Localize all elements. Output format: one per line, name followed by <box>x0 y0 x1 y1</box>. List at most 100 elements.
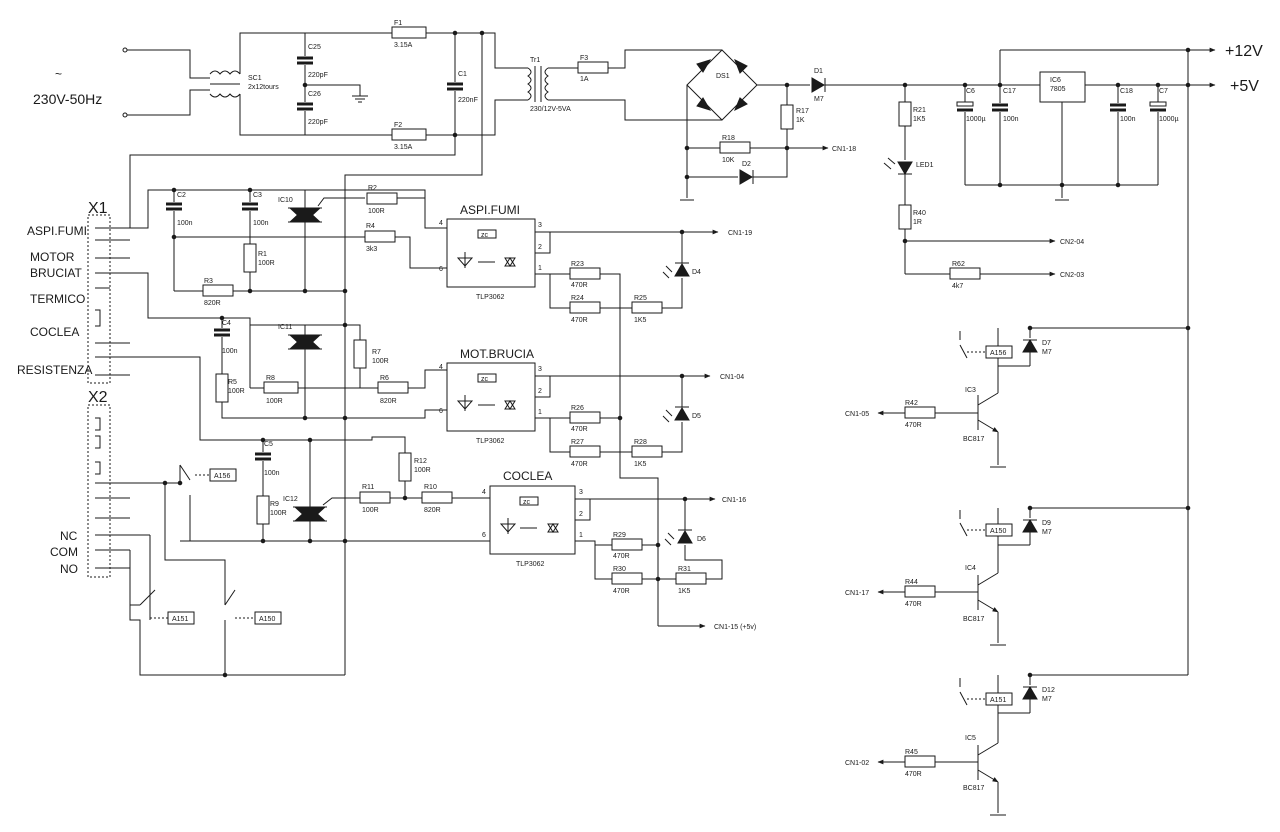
r6-ref: R6 <box>380 375 389 382</box>
ic12-ref: IC12 <box>283 496 298 503</box>
opto-motor-pin3: 3 <box>538 366 542 373</box>
net-cn1-18: CN1-18 <box>832 146 856 153</box>
r12-ref: R12 <box>414 458 427 465</box>
r11-ref: R11 <box>362 484 374 491</box>
r7-value: 100R <box>372 358 389 365</box>
c4-value: 100n <box>222 348 238 355</box>
r11-value: 100R <box>362 507 379 514</box>
c26-value: 220pF <box>308 119 328 126</box>
d1-ref: D1 <box>814 68 823 75</box>
relay-a156-coil-label: A156 <box>990 350 1006 357</box>
r3-value: 820R <box>204 300 221 307</box>
c17-ref: C17 <box>1003 88 1016 95</box>
r10-value: 820R <box>424 507 441 514</box>
r12-value: 100R <box>414 467 431 474</box>
svg-text:zc: zc <box>523 499 531 506</box>
c1-ref: C1 <box>458 71 467 78</box>
opto-coclea-title: COCLEA <box>503 469 552 483</box>
r40-ref: R40 <box>913 210 926 217</box>
relay-driver-ic3: D7 M7 A156 IC3 BC817 R42 470R CN1-05 <box>845 325 1191 468</box>
ic5-value: BC817 <box>963 785 985 792</box>
junction-dots <box>684 47 1191 244</box>
opto-motor-pin2: 2 <box>538 388 542 395</box>
net-cn2-03: CN2-03 <box>1060 272 1084 279</box>
net-cn1-04: CN1-04 <box>720 374 744 381</box>
opto-aspi-pin1: 1 <box>538 265 542 272</box>
c7-ref: C7 <box>1159 88 1168 95</box>
r29-ref: R29 <box>613 532 626 539</box>
c7-value: 1000µ <box>1159 116 1179 123</box>
r3-ref: R3 <box>204 278 213 285</box>
r44-ref: R44 <box>905 579 918 586</box>
regulator-section: C6 1000µ C17 100n IC6 7805 C18 100n C7 1… <box>956 71 1179 201</box>
ic3-ref: IC3 <box>965 387 976 394</box>
c4-ref: C4 <box>222 320 231 327</box>
x1-label-3: TERMICO <box>30 292 85 306</box>
ic6-value: 7805 <box>1050 86 1066 93</box>
d7-ref: D7 <box>1042 340 1051 347</box>
choke-sc1: SC1 2x12tours <box>209 32 480 136</box>
supply-rails: +12V +5V <box>999 43 1263 675</box>
ic5-ref: IC5 <box>965 735 976 742</box>
ic4-value: BC817 <box>963 616 985 623</box>
sc1-ref: SC1 <box>248 75 262 82</box>
c25-value: 220pF <box>308 72 328 79</box>
c6-ref: C6 <box>966 88 975 95</box>
c26-ref: C26 <box>308 91 321 98</box>
r4-ref: R4 <box>366 223 375 230</box>
opto-motor-pin1: 1 <box>538 409 542 416</box>
r25-value: 1K5 <box>634 317 647 324</box>
led1-ref: LED1 <box>916 162 934 169</box>
opto-coclea-pin6: 6 <box>482 532 486 539</box>
f3-ref: F3 <box>580 55 588 62</box>
relay-a150-coil-label: A150 <box>990 528 1006 535</box>
r45-value: 470R <box>905 771 922 778</box>
c3-ref: C3 <box>253 192 262 199</box>
d7-value: M7 <box>1042 349 1052 356</box>
x1-label-1: MOTOR <box>30 250 75 264</box>
c6-value: 1000µ <box>966 116 986 123</box>
output-network-aspi: R23 470R R24 470R R25 1K5 D4 <box>569 229 701 626</box>
r42-ref: R42 <box>905 400 918 407</box>
f2-value: 3.15A <box>394 144 413 151</box>
r2-value: 100R <box>368 208 385 215</box>
x1-label-5: RESISTENZA <box>17 363 92 377</box>
sc1-value: 2x12tours <box>248 84 279 91</box>
ac-symbol: ~ <box>55 67 62 81</box>
caps-c25-c26: C25 220pF C26 220pF <box>297 33 368 135</box>
net-cn1-15: CN1-15 (+5v) <box>714 624 756 631</box>
r27-value: 470R <box>571 461 588 468</box>
ic3-value: BC817 <box>963 436 985 443</box>
connector-x2: X2 NC COM NO <box>50 389 180 578</box>
connector-x1: X1 ASPI.FUMI MOTOR BRUCIAT TERMICO COCLE… <box>17 200 130 384</box>
svg-text:zc: zc <box>481 376 489 383</box>
r5-value: 100R <box>228 388 245 395</box>
x1-label-4: COCLEA <box>30 325 79 339</box>
power-input: ~ 230V-50Hz <box>33 47 210 118</box>
c2-value: 100n <box>177 220 193 227</box>
opto-aspi: ASPI.FUMI zc 4 6 3 2 1 TLP3062 CN1-19 <box>439 203 752 309</box>
net-cn1-17: CN1-17 <box>845 590 869 597</box>
f3-value: 1A <box>580 76 589 83</box>
r23-ref: R23 <box>571 261 584 268</box>
d9-value: M7 <box>1042 529 1052 536</box>
d6-ref: D6 <box>697 536 706 543</box>
r45-ref: R45 <box>905 749 918 756</box>
opto-coclea-pin4: 4 <box>482 489 486 496</box>
x1-title: X1 <box>88 200 108 217</box>
c3-value: 100n <box>253 220 269 227</box>
opto-aspi-part: TLP3062 <box>476 294 505 301</box>
c18-value: 100n <box>1120 116 1136 123</box>
net-cn1-19: CN1-19 <box>728 230 752 237</box>
r30-ref: R30 <box>613 566 626 573</box>
r21-ref: R21 <box>913 107 926 114</box>
opto-motor-title: MOT.BRUCIA <box>460 347 534 361</box>
d12-ref: D12 <box>1042 687 1055 694</box>
d4-ref: D4 <box>692 269 701 276</box>
d5-ref: D5 <box>692 413 701 420</box>
r24-value: 470R <box>571 317 588 324</box>
relay-contacts-bottom: A156 A151 A150 <box>129 464 345 678</box>
r17-value: 1K <box>796 117 805 124</box>
opto-motor: MOT.BRUCIA zc 4 6 3 2 1 TLP3062 CN1-04 <box>439 347 744 453</box>
opto-aspi-pin4: 4 <box>439 220 443 227</box>
